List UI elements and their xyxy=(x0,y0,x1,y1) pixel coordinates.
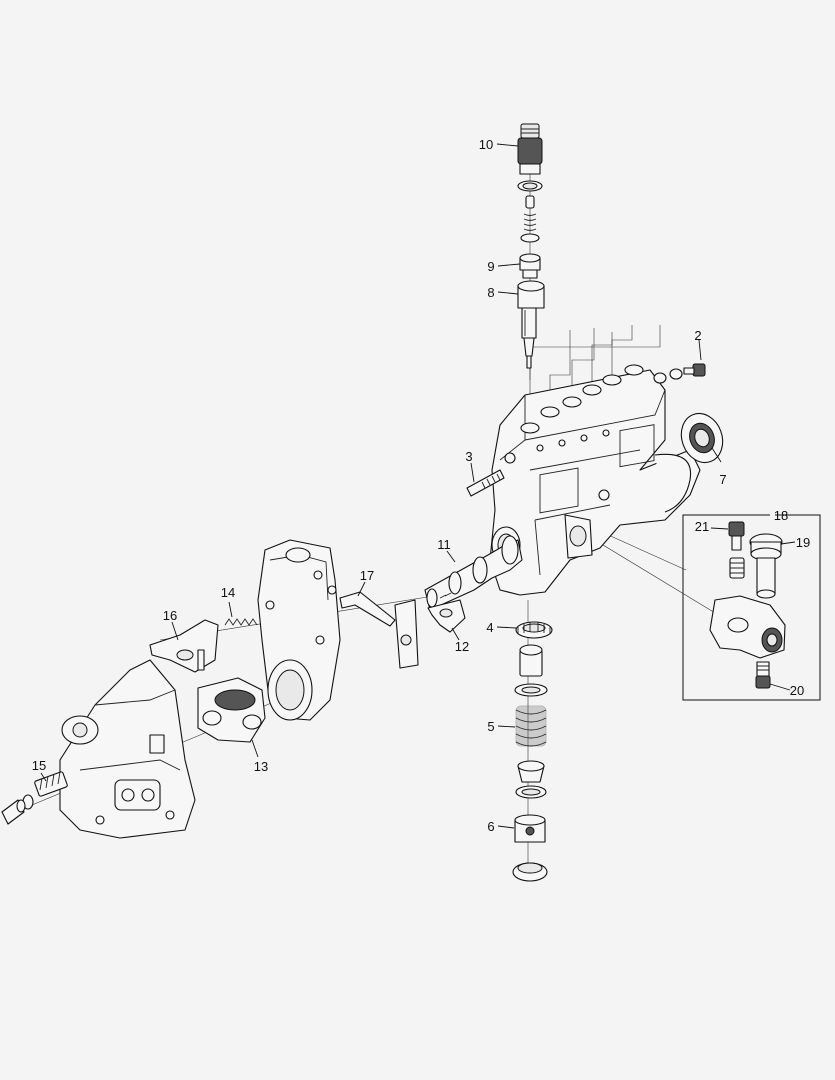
callout-number: 15 xyxy=(32,758,46,773)
governor-assembly xyxy=(59,659,196,839)
fork-lever-part xyxy=(427,599,466,633)
linkage-shaft-part xyxy=(339,591,419,669)
callout-number: 9 xyxy=(487,259,494,274)
flyweight-part xyxy=(197,677,266,743)
callout-21: 21 xyxy=(695,519,729,534)
callout-number: 18 xyxy=(774,508,788,523)
callout-number: 5 xyxy=(487,719,494,734)
governor-cover xyxy=(257,539,341,721)
callout-number: 6 xyxy=(487,819,494,834)
callout-number: 16 xyxy=(163,608,177,623)
callout-20: 20 xyxy=(769,683,804,698)
callout-number: 7 xyxy=(719,472,726,487)
feed-pump-inset xyxy=(682,514,821,701)
callout-number: 17 xyxy=(360,568,374,583)
callout-number: 4 xyxy=(486,620,493,635)
callout-number: 19 xyxy=(796,535,810,550)
plunger-stack xyxy=(512,644,548,882)
callout-8: 8 xyxy=(487,285,519,300)
pump-housing xyxy=(489,364,701,596)
camshaft-part xyxy=(424,535,523,611)
callout-number: 20 xyxy=(790,683,804,698)
callout-number: 12 xyxy=(455,639,469,654)
lever-bracket-part xyxy=(149,619,219,673)
callout-12: 12 xyxy=(451,627,469,654)
control-rack-part xyxy=(466,469,505,497)
governor-spring-part xyxy=(224,618,258,626)
callout-17: 17 xyxy=(357,568,374,597)
callout-13: 13 xyxy=(251,739,268,774)
callout-15: 15 xyxy=(32,758,47,782)
callout-number: 14 xyxy=(221,585,235,600)
injector-assembly xyxy=(517,123,545,369)
callout-14: 14 xyxy=(221,585,235,618)
callout-number: 2 xyxy=(694,328,701,343)
callout-11: 11 xyxy=(437,537,456,563)
callout-16: 16 xyxy=(163,608,179,641)
callout-7: 7 xyxy=(711,447,727,487)
callout-19: 19 xyxy=(780,535,810,550)
callout-3: 3 xyxy=(465,449,475,483)
tappet-part xyxy=(515,621,553,639)
callout-4: 4 xyxy=(486,620,517,635)
callout-6: 6 xyxy=(487,819,515,834)
callout-number: 8 xyxy=(487,285,494,300)
seal-ring-part xyxy=(680,412,724,464)
callout-10: 10 xyxy=(479,137,519,152)
callout-number: 3 xyxy=(465,449,472,464)
callout-number: 11 xyxy=(437,537,451,552)
callout-number: 10 xyxy=(479,137,493,152)
callout-18: 18 xyxy=(774,508,788,523)
callout-9: 9 xyxy=(487,259,521,274)
bleed-screw-part xyxy=(669,363,706,380)
callout-number: 21 xyxy=(695,519,709,534)
callout-2: 2 xyxy=(694,328,702,361)
callout-5: 5 xyxy=(487,719,516,734)
adjusting-screw-part xyxy=(1,771,68,825)
callout-number: 13 xyxy=(254,759,268,774)
